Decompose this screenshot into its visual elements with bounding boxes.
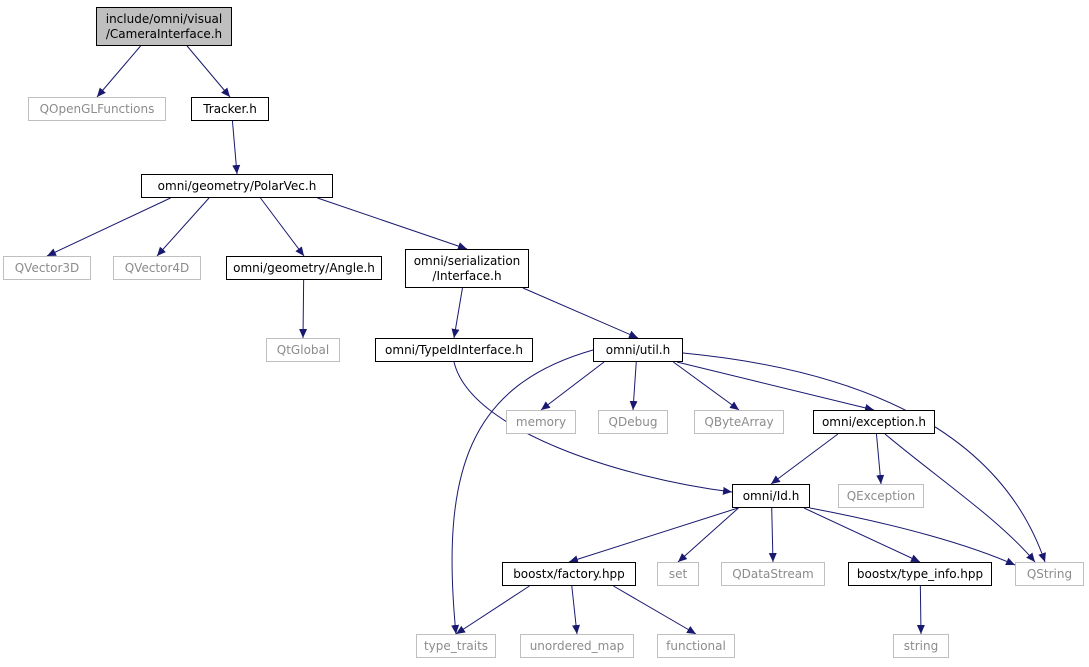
- node-type-info[interactable]: boostx/type_info.hpp: [848, 562, 992, 586]
- node-label: unordered_map: [529, 638, 625, 653]
- node-label: boostx/type_info.hpp: [856, 566, 984, 581]
- node-label: functional: [666, 638, 726, 653]
- node-label: QtGlobal: [276, 342, 330, 357]
- node-polarvec[interactable]: omni/geometry/PolarVec.h: [141, 174, 333, 198]
- edge-polarvec-to-angle: [260, 197, 305, 257]
- node-unordered-map[interactable]: unordered_map: [520, 634, 634, 658]
- node-label: QVector4D: [124, 260, 190, 275]
- node-label: QByteArray: [704, 414, 774, 429]
- edge-id-to-typeinfo: [803, 507, 921, 563]
- edge-util-to-typetraits: [451, 349, 594, 635]
- node-qdatastream[interactable]: QDataStream: [721, 562, 825, 586]
- node-qopenglfunctions[interactable]: QOpenGLFunctions: [28, 97, 166, 121]
- node-label: omni/geometry/PolarVec.h: [157, 178, 317, 193]
- node-label: set: [668, 566, 688, 581]
- node-id[interactable]: omni/Id.h: [732, 484, 810, 508]
- edge-typeinfo-to-string: [916, 585, 925, 635]
- node-serialization-interface[interactable]: omni/serialization /Interface.h: [405, 249, 529, 288]
- node-label: string: [903, 638, 939, 653]
- edge-camera-to-tracker: [186, 45, 231, 98]
- node-label: QOpenGLFunctions: [39, 101, 155, 116]
- node-label: QDataStream: [732, 566, 814, 581]
- edge-id-to-factory: [568, 507, 739, 564]
- node-label: type_traits: [423, 638, 489, 653]
- node-qvector3d[interactable]: QVector3D: [3, 256, 91, 280]
- node-set[interactable]: set: [657, 562, 699, 586]
- edge-factory-to-unordered: [571, 585, 581, 635]
- edge-id-to-qstring: [809, 507, 1016, 566]
- node-string[interactable]: string: [893, 634, 949, 658]
- node-qbytearray[interactable]: QByteArray: [694, 410, 784, 434]
- node-camera-interface[interactable]: include/omni/visual /CameraInterface.h: [96, 7, 232, 46]
- node-label: QException: [846, 488, 916, 503]
- edge-exception-to-id: [770, 433, 839, 485]
- edge-util-to-qdebug: [629, 361, 638, 411]
- node-label: Tracker.h: [203, 101, 257, 116]
- edge-tracker-to-polarvec: [231, 120, 241, 175]
- node-functional[interactable]: functional: [657, 634, 735, 658]
- edge-typeid-to-id: [453, 361, 733, 495]
- node-qdebug[interactable]: QDebug: [598, 410, 668, 434]
- edge-util-to-qstring: [682, 352, 1046, 563]
- node-typeidinterface[interactable]: omni/TypeIdInterface.h: [375, 338, 533, 362]
- node-label: QVector3D: [14, 260, 80, 275]
- node-label: omni/exception.h: [821, 414, 927, 429]
- node-label-line: /Interface.h: [432, 268, 502, 283]
- node-memory[interactable]: memory: [506, 410, 576, 434]
- node-qtglobal[interactable]: QtGlobal: [266, 338, 340, 362]
- node-angle[interactable]: omni/geometry/Angle.h: [226, 256, 382, 280]
- node-label: boostx/factory.hpp: [513, 566, 625, 581]
- edge-angle-to-qtglobal: [299, 279, 308, 339]
- node-label: omni/Id.h: [742, 488, 800, 503]
- node-label-line: /CameraInterface.h: [105, 26, 223, 41]
- node-qvector4d[interactable]: QVector4D: [113, 256, 201, 280]
- node-label: omni/util.h: [605, 342, 671, 357]
- edge-factory-to-typetraits: [455, 585, 530, 635]
- node-exception[interactable]: omni/exception.h: [813, 410, 935, 434]
- edge-camera-to-qopengl: [96, 45, 141, 98]
- edge-polarvec-to-qvector4d: [156, 197, 210, 257]
- edge-exception-to-qstring: [884, 433, 1036, 563]
- edge-util-to-qbytearray: [673, 361, 740, 411]
- node-label: QDebug: [608, 414, 658, 429]
- node-label-line: include/omni/visual: [105, 11, 223, 26]
- node-qexception[interactable]: QException: [838, 484, 924, 508]
- edge-serial-to-util: [522, 287, 639, 339]
- node-label: QString: [1026, 566, 1073, 581]
- edge-polarvec-to-qvector3d: [46, 197, 171, 257]
- edge-serial-to-typeid: [451, 287, 463, 339]
- node-label: omni/geometry/Angle.h: [233, 260, 375, 275]
- node-factory[interactable]: boostx/factory.hpp: [502, 562, 636, 586]
- edge-id-to-qdatastream: [768, 507, 777, 563]
- node-label: memory: [515, 414, 567, 429]
- node-label-line: omni/serialization: [413, 253, 521, 268]
- node-label: omni/TypeIdInterface.h: [385, 342, 523, 357]
- edge-exception-to-qexception: [875, 433, 885, 485]
- edge-id-to-set: [677, 507, 739, 563]
- edge-polarvec-to-serial: [317, 197, 468, 250]
- edge-util-to-memory: [540, 361, 605, 411]
- node-util[interactable]: omni/util.h: [593, 338, 683, 362]
- edge-factory-to-functional: [613, 585, 697, 635]
- node-type-traits[interactable]: type_traits: [416, 634, 496, 658]
- node-tracker[interactable]: Tracker.h: [191, 97, 269, 121]
- node-qstring[interactable]: QString: [1015, 562, 1084, 586]
- edge-util-to-exception: [676, 361, 875, 412]
